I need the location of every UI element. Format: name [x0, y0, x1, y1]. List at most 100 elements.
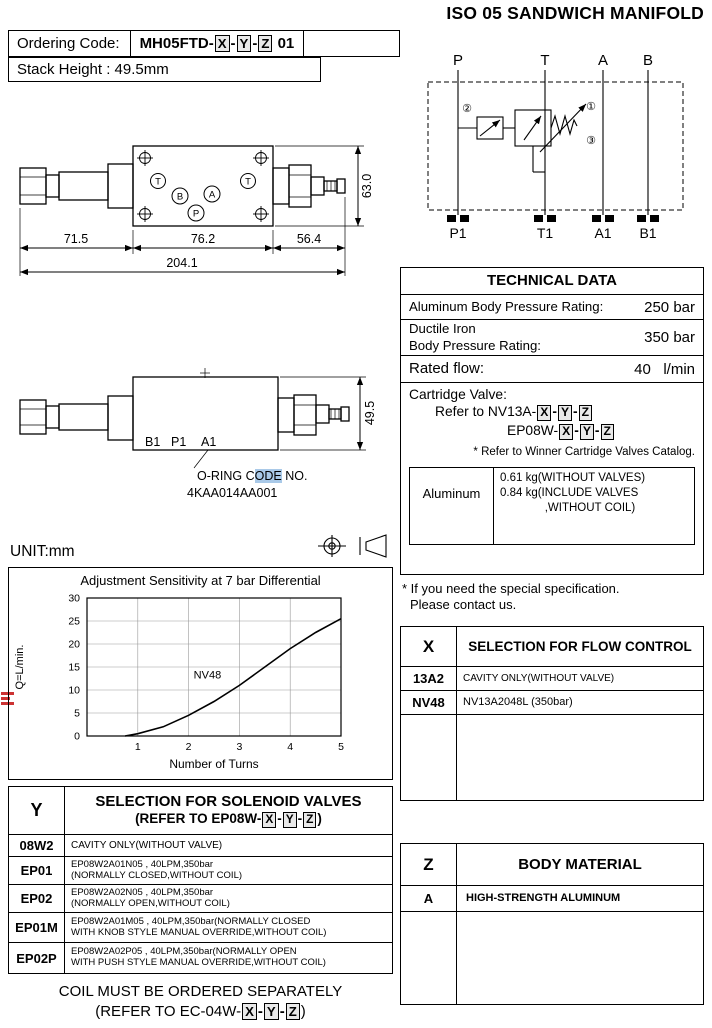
- dim-71-5: 71.5: [64, 232, 88, 246]
- technical-data-title: TECHNICAL DATA: [401, 268, 703, 295]
- empty-cell: [457, 715, 703, 800]
- weight-material-cell: Aluminum: [410, 468, 494, 544]
- cartridge-ref-nv13a: Refer to NV13A-X-Y-Z: [435, 404, 695, 421]
- table-header-row: X SELECTION FOR FLOW CONTROL: [401, 627, 703, 667]
- code-separator: -: [574, 422, 579, 438]
- code-x-box: X: [537, 405, 552, 421]
- stack-height-label: Stack Height : 49.5mm: [17, 61, 169, 78]
- y-table-title-line2: (REFER TO EP08W-X-Y-Z): [135, 811, 322, 828]
- title-prefix: (REFER TO EP08W-: [135, 811, 262, 827]
- code-separator: -: [573, 404, 578, 419]
- table-row: 08W2 CAVITY ONLY(WITHOUT VALVE): [9, 835, 392, 857]
- y-table-key: Y: [9, 787, 65, 834]
- option-desc: EP08W2A01M05 , 40LPM,350bar(NORMALLY CLO…: [71, 915, 327, 938]
- chart-ylabel: Q=L/min.: [14, 645, 26, 690]
- page-title: ISO 05 SANDWICH MANIFOLD: [446, 3, 704, 23]
- oring-label: O-RING CODE NO.: [197, 468, 307, 485]
- option-key: EP01M: [9, 913, 65, 942]
- code-separator: -: [257, 1003, 263, 1021]
- circuit-port-a: A: [598, 52, 608, 69]
- table-row: 13A2 CAVITY ONLY(WITHOUT VALVE): [401, 667, 703, 691]
- z-table-title: BODY MATERIAL: [518, 855, 642, 873]
- solenoid-valve-selection-table: Y SELECTION FOR SOLENOID VALVES (REFER T…: [8, 786, 393, 974]
- code-y-box: Y: [236, 34, 252, 53]
- empty-cell: [457, 912, 703, 1004]
- circuit-port-a1: A1: [594, 225, 611, 241]
- cartridge-label: Cartridge Valve:: [409, 387, 507, 402]
- row-unit: l/min: [663, 360, 695, 378]
- dim-63-0: 63.0: [360, 174, 374, 198]
- option-desc: EP08W2A02N05 , 40LPM,350bar (NORMALLY OP…: [71, 886, 230, 909]
- cartridge-ref-prefix: Refer to NV13A-: [435, 404, 537, 419]
- option-key: EP02P: [9, 943, 65, 973]
- code-separator: -: [277, 811, 282, 827]
- y-tick-label: 30: [68, 593, 80, 605]
- code-x-box: X: [262, 812, 277, 828]
- manifold-top-view-drawing: T T B A P 71.5 76.2 56.4 204.1 63.0: [19, 145, 374, 276]
- flow-control-selection-table: X SELECTION FOR FLOW CONTROL 13A2 CAVITY…: [400, 626, 704, 801]
- oring-code-value: 4KAA014AA001: [187, 485, 278, 500]
- mounting-hole-icon: [137, 150, 269, 222]
- empty-row: [401, 912, 703, 1004]
- coil-order-note: COIL MUST BE ORDERED SEPARATELY (REFER T…: [8, 982, 393, 1023]
- table-row: EP01M EP08W2A01M05 , 40LPM,350bar(NORMAL…: [9, 913, 392, 943]
- table-row: EP01 EP08W2A01N05 , 40LPM,350bar (NORMAL…: [9, 857, 392, 885]
- option-desc: EP08W2A01N05 , 40LPM,350bar (NORMALLY CL…: [71, 858, 243, 881]
- code-separator: -: [297, 811, 303, 827]
- cartridge-ref-ep08w: EP08W-X-Y-Z: [507, 423, 695, 440]
- x-tick-label: 4: [287, 741, 293, 753]
- y-tick-label: 0: [74, 731, 80, 743]
- side-port-p1: P1: [171, 435, 186, 449]
- y-table-title-line1: SELECTION FOR SOLENOID VALVES: [95, 793, 362, 811]
- option-key: A: [401, 886, 457, 911]
- row-value: 350 bar: [644, 329, 695, 346]
- option-desc: NV13A2048L (350bar): [463, 696, 573, 709]
- code-separator: -: [594, 422, 600, 438]
- pressure-rating-ductile-row: Ductile Iron Body Pressure Rating: 350 b…: [401, 320, 703, 356]
- option-key: 08W2: [9, 835, 65, 856]
- sensitivity-chart: Adjustment Sensitivity at 7 bar Differen…: [8, 567, 393, 780]
- option-key: NV48: [401, 691, 457, 714]
- row-value: 250 bar: [644, 298, 695, 316]
- z-table-key: Z: [401, 844, 457, 885]
- body-material-table: Z BODY MATERIAL A HIGH-STRENGTH ALUMINUM: [400, 843, 704, 1005]
- table-row: A HIGH-STRENGTH ALUMINUM: [401, 886, 703, 912]
- option-desc: CAVITY ONLY(WITHOUT VALVE): [71, 839, 223, 851]
- empty-cell: [401, 715, 457, 800]
- y-tick-label: 25: [68, 616, 80, 628]
- ordering-code-label: Ordering Code:: [17, 35, 120, 52]
- option-desc: EP08W2A02P05 , 40LPM,350bar(NORMALLY OPE…: [71, 946, 326, 968]
- circuit-port-b1: B1: [639, 225, 656, 241]
- side-port-a1: A1: [201, 435, 216, 449]
- x-tick-label: 5: [338, 741, 344, 753]
- row-label: Ductile Iron Body Pressure Rating:: [409, 321, 541, 353]
- stack-height-box: Stack Height : 49.5mm: [8, 57, 321, 82]
- cartridge-valve-section: Cartridge Valve: Refer to NV13A-X-Y-Z EP…: [401, 383, 703, 467]
- option-key: 13A2: [401, 667, 457, 690]
- rated-flow-row: Rated flow: 40 l/min: [401, 356, 703, 383]
- option-desc: HIGH-STRENGTH ALUMINUM: [466, 892, 621, 905]
- code-x-box: X: [242, 1003, 257, 1021]
- code-prefix: MH05FTD-: [139, 35, 214, 52]
- code-z-box: Z: [303, 812, 317, 828]
- manifold-side-view-drawing: B1 P1 A1 49.5: [19, 368, 377, 469]
- row-label: Aluminum Body Pressure Rating:: [409, 298, 604, 314]
- footnote-line2: Please contact us.: [410, 597, 517, 613]
- coil-ref-suffix: ): [300, 1003, 306, 1021]
- x-tick-label: 2: [186, 741, 192, 753]
- callout-3: ③: [586, 135, 596, 147]
- code-y-box: Y: [263, 1003, 279, 1021]
- dim-49-5: 49.5: [363, 401, 377, 425]
- table-header-row: Y SELECTION FOR SOLENOID VALVES (REFER T…: [9, 787, 392, 835]
- port-label-a: A: [209, 190, 216, 201]
- weight-table: Aluminum 0.61 kg(WITHOUT VALVES) 0.84 kg…: [409, 467, 695, 545]
- row-label: Rated flow:: [409, 359, 485, 377]
- circuit-port-p: P: [453, 52, 463, 69]
- dim-76-2: 76.2: [191, 232, 215, 246]
- code-z-box: Z: [578, 405, 593, 421]
- pressure-rating-aluminum-row: Aluminum Body Pressure Rating: 250 bar: [401, 295, 703, 320]
- option-key: EP02: [9, 885, 65, 912]
- table-row: EP02P EP08W2A02P05 , 40LPM,350bar(NORMAL…: [9, 943, 392, 973]
- y-table-title: SELECTION FOR SOLENOID VALVES (REFER TO …: [65, 787, 392, 834]
